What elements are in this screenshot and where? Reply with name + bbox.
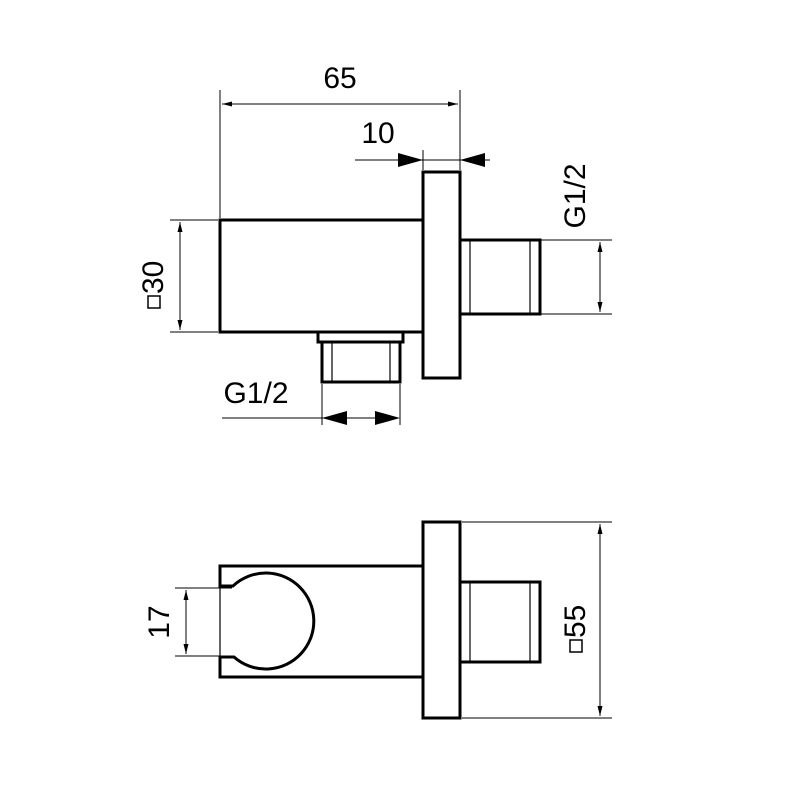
dim-label-outlet-thread: G1/2 xyxy=(559,163,592,228)
body-outline xyxy=(218,218,425,334)
dim-label-inlet-thread: G1/2 xyxy=(223,377,288,410)
wall-flange xyxy=(421,170,462,380)
dim-label-55: 55 xyxy=(559,605,592,638)
side-view: 65 10 30 G1/2 G1/2 xyxy=(137,62,612,425)
square-symbol-55 xyxy=(569,639,583,653)
holder-body xyxy=(218,564,423,679)
dim-label-65: 65 xyxy=(323,62,356,95)
plan-view: 17 55 xyxy=(143,520,612,720)
dim-label-30: 30 xyxy=(137,261,170,294)
outlet-nipple xyxy=(458,238,542,316)
plan-outlet-nipple xyxy=(458,580,542,664)
inlet-nut xyxy=(320,340,402,384)
dim-label-10: 10 xyxy=(361,117,394,150)
plan-wall-flange xyxy=(421,520,462,720)
square-symbol-30 xyxy=(147,295,161,309)
dim-label-17: 17 xyxy=(143,605,176,638)
